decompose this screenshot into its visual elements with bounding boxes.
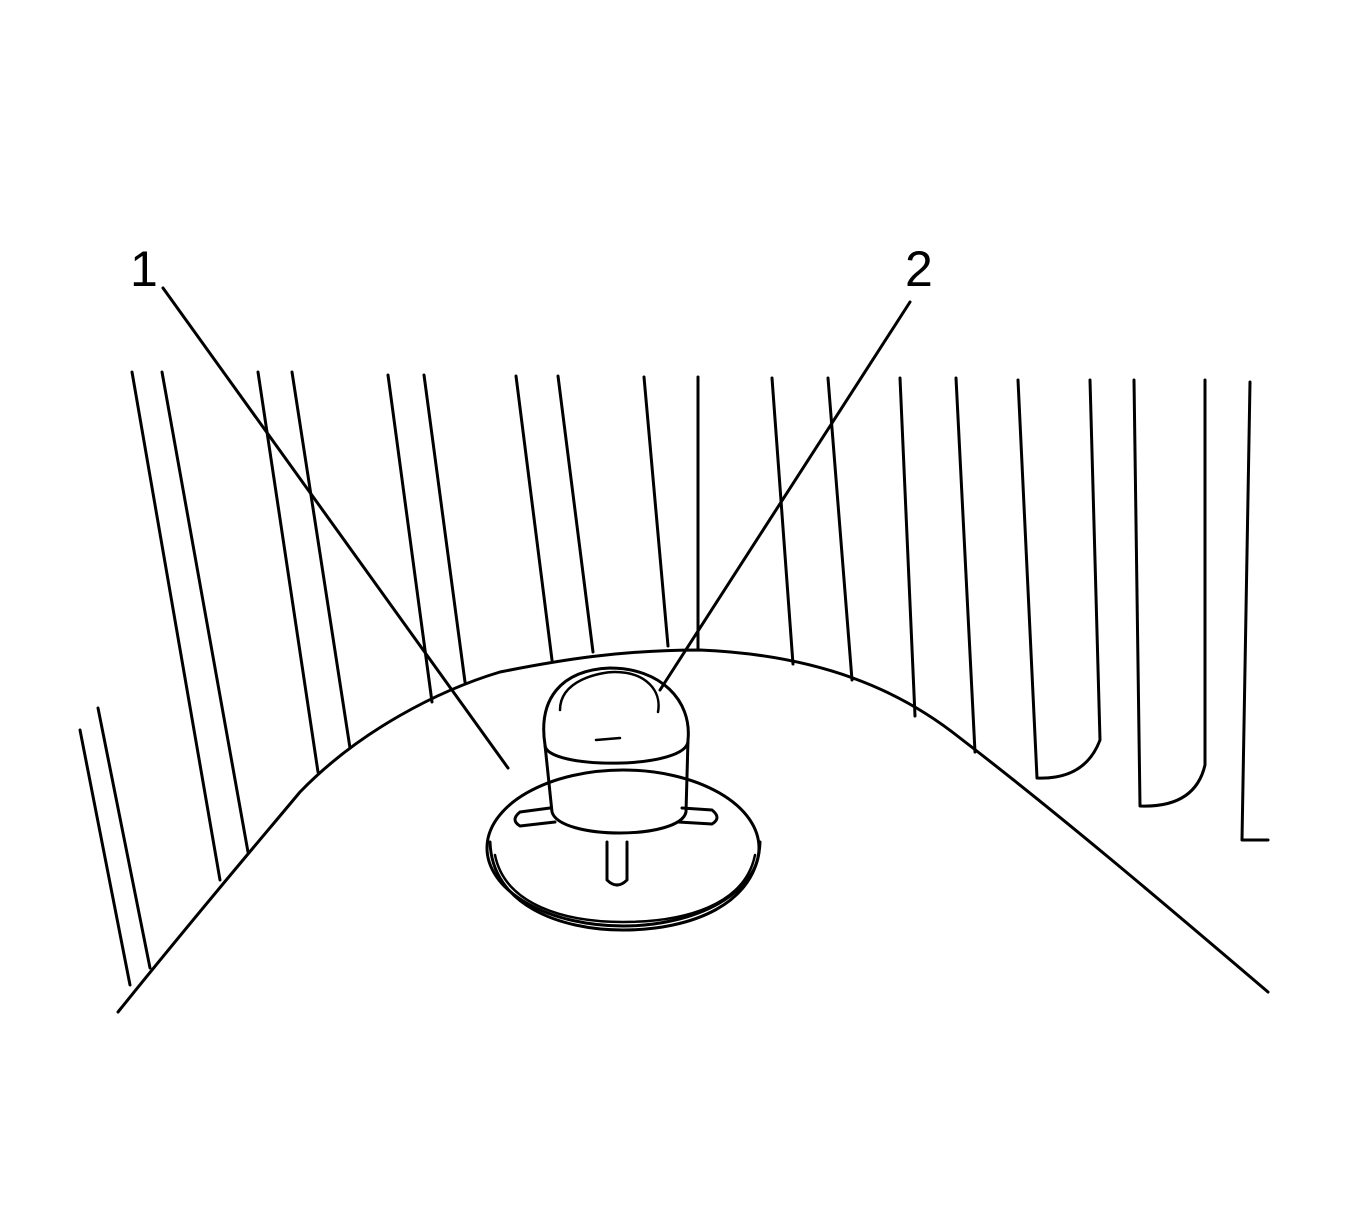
callout-label-2: 2 [905, 241, 933, 297]
panel-hatch-lines [78, 370, 1270, 987]
push-pin-retainer [485, 666, 762, 932]
leader-line-1 [161, 286, 510, 770]
callout-label-1: 1 [130, 241, 158, 297]
leader-line-2 [658, 300, 912, 692]
surface-contour [116, 648, 1270, 1014]
